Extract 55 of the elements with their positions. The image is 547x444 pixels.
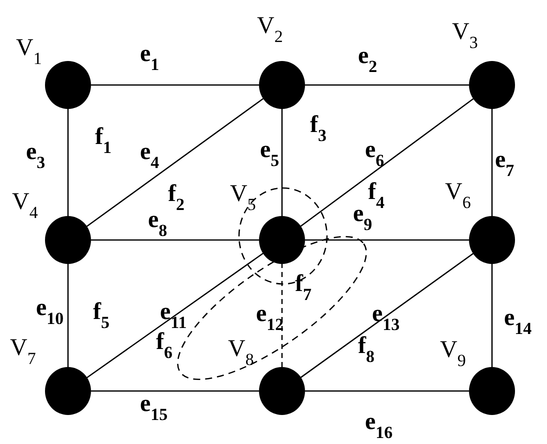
vertex-dot [469,61,515,109]
graph-edge [300,98,474,227]
face-label: f$_{8}$ [358,334,374,368]
graph-edge [305,84,469,86]
graph-edge [91,84,259,86]
face-label: f$_{6}$ [156,330,172,364]
vertex-dot [259,216,305,264]
graph-edge [91,239,259,241]
graph-edge [305,239,469,241]
vertex-label: V$_{9}$ [440,338,466,372]
edge-label: e$_{3}$ [26,140,46,174]
edge-label: e$_{15}$ [140,392,168,426]
vertex-label: V$_{7}$ [10,336,36,370]
vertex-label: V$_{8}$ [228,337,254,371]
graph-edge [67,108,69,217]
edge-label: e$_{16}$ [365,410,393,444]
vertex-dot [259,367,305,415]
vertex-dot [469,367,515,415]
edge-label: e$_{6}$ [365,138,384,172]
graph-edge [491,263,493,368]
face-label: f$_{5}$ [93,300,110,334]
edge-label: e$_{2}$ [358,44,378,78]
graph-edge [281,108,283,217]
vertex-dot [469,216,515,264]
vertex-label: V$_{1}$ [16,36,42,70]
vertex-label: V$_{6}$ [445,180,471,214]
face-label: f$_{1}$ [95,125,112,159]
edge-label: e$_{1}$ [140,42,160,76]
edge-label: e$_{14}$ [504,306,532,340]
graph-edge [86,252,264,378]
edge-label: e$_{13}$ [372,302,400,336]
face-label: f$_{7}$ [295,272,312,306]
edge-label: e$_{10}$ [36,296,64,330]
graph-edge [86,98,264,228]
edge-label: e$_{11}$ [160,300,187,332]
vertex-dot [45,367,91,415]
edge-label: e$_{5}$ [260,138,280,172]
vertex-label: V$_{5}$ [230,182,256,216]
graph-edge [91,390,259,392]
vertex-label: V$_{4}$ [12,190,38,224]
vertex-dot [45,61,91,109]
edge-label: e$_{8}$ [148,208,168,242]
face-label: f$_{2}$ [168,182,184,216]
vertex-dot [45,216,91,264]
vertex-label: V$_{2}$ [257,14,283,48]
vertex-label: V$_{3}$ [452,20,478,54]
face-label: f$_{3}$ [310,113,326,147]
vertex-dot [259,61,305,109]
edge-label: e$_{7}$ [495,148,514,182]
graph-edge [67,263,69,368]
graph-edge [281,263,283,368]
edge-label: e$_{4}$ [140,140,160,174]
graph-edge [491,108,493,217]
graph-edge [305,390,469,392]
graph-edge [300,252,474,378]
